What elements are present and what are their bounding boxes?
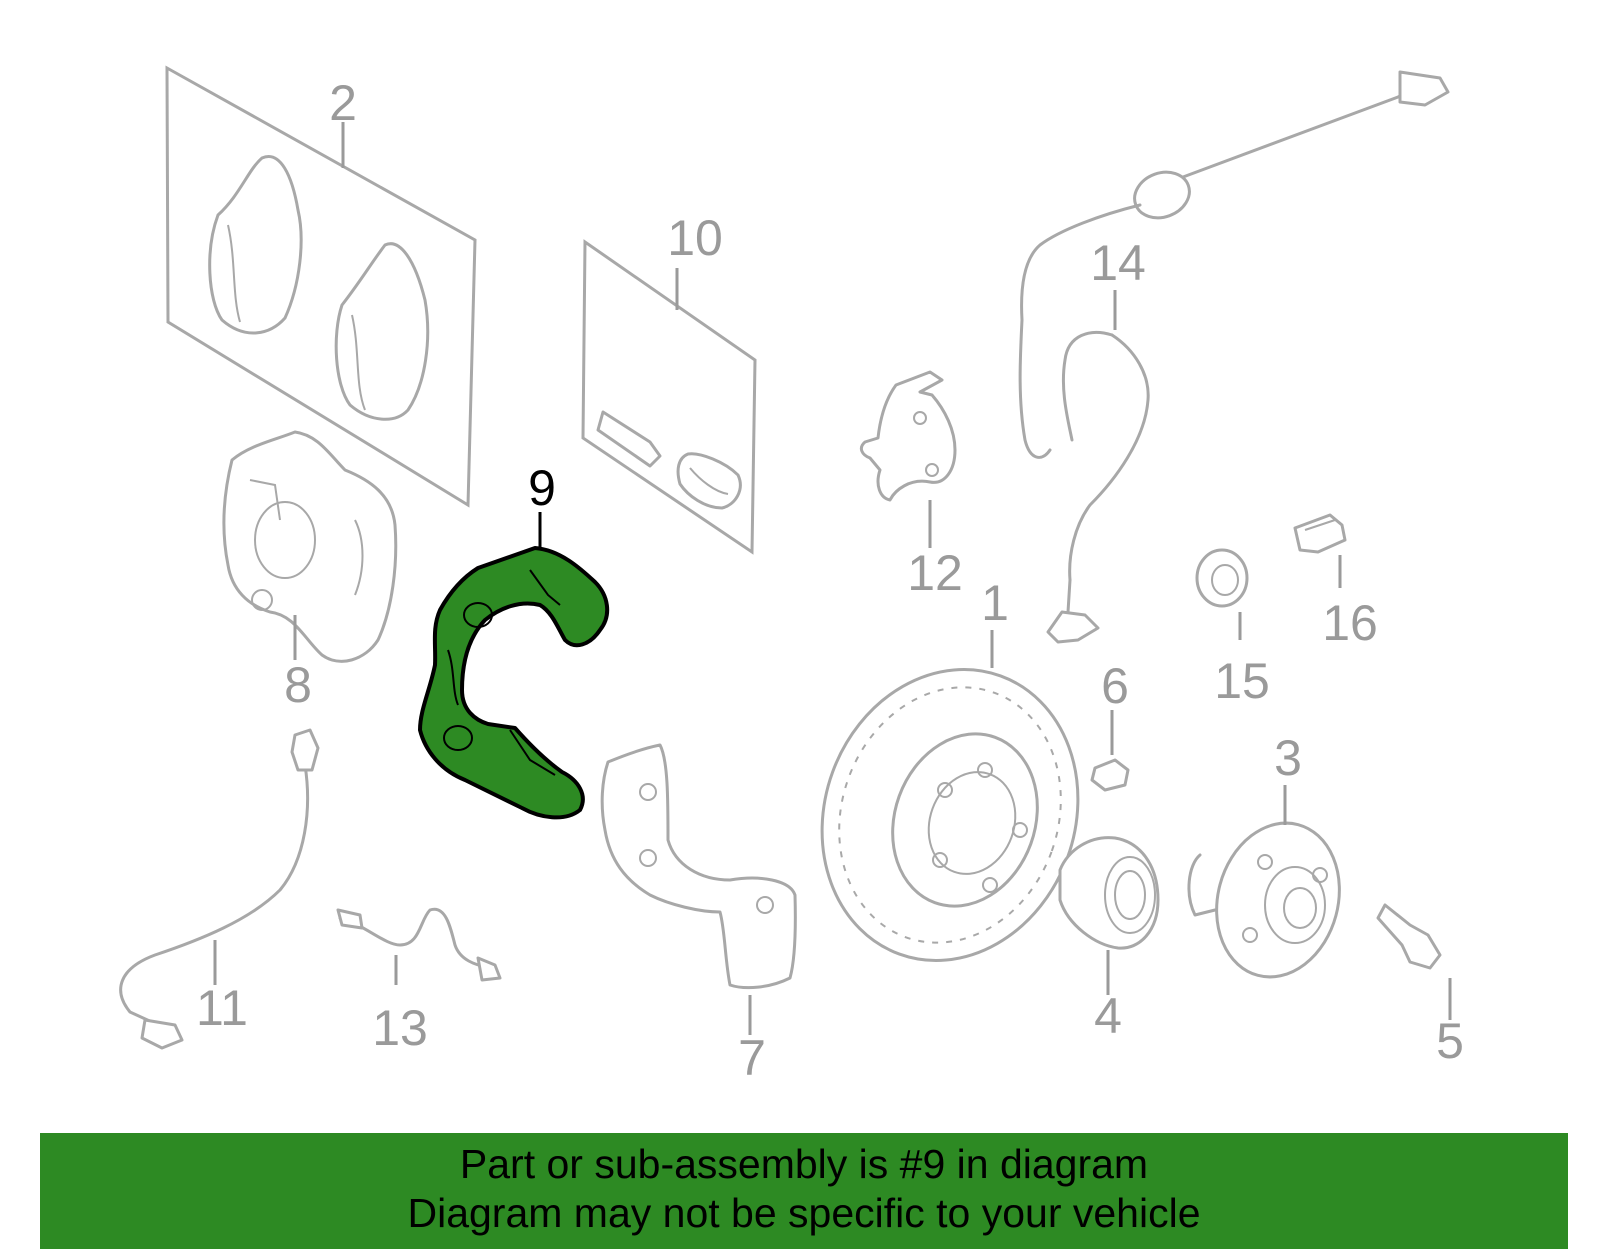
callout-7[interactable]: 7 <box>738 1030 766 1086</box>
callout-13[interactable]: 13 <box>372 1000 428 1056</box>
part-3-wheel-hub[interactable] <box>1187 809 1356 991</box>
part-11-brake-hose[interactable] <box>119 728 320 1050</box>
callout-12[interactable]: 12 <box>907 545 963 601</box>
callout-8[interactable]: 8 <box>284 657 312 713</box>
callout-3[interactable]: 3 <box>1274 730 1302 786</box>
banner-line-disclaimer: Diagram may not be specific to your vehi… <box>407 1190 1201 1236</box>
part-14-wear-sensor[interactable] <box>1018 70 1450 644</box>
callout-15[interactable]: 15 <box>1214 653 1270 709</box>
callout-11[interactable]: 11 <box>196 980 248 1036</box>
part-8-caliper[interactable] <box>222 430 398 663</box>
part-12-bracket[interactable] <box>859 370 957 502</box>
callout-5[interactable]: 5 <box>1436 1013 1464 1069</box>
callout-4[interactable]: 4 <box>1094 988 1122 1044</box>
callout-6[interactable]: 6 <box>1101 658 1129 714</box>
part-1-brake-rotor[interactable] <box>782 633 1118 997</box>
callout-10[interactable]: 10 <box>667 210 723 266</box>
part-10-guide-pin-kit[interactable] <box>581 239 757 555</box>
part-15-seal[interactable] <box>1195 548 1249 608</box>
part-9-caliper-bracket[interactable] <box>418 546 610 820</box>
part-5-bolt[interactable] <box>1376 903 1442 970</box>
part-13-sensor-wire[interactable] <box>336 907 502 982</box>
part-4-wheel-bearing[interactable] <box>1058 836 1160 950</box>
callout-14[interactable]: 14 <box>1090 235 1146 291</box>
info-banner: Part or sub-assembly is #9 in diagram Di… <box>40 1133 1568 1249</box>
part-6-nut[interactable] <box>1090 758 1130 792</box>
part-2-brake-pads[interactable] <box>165 65 477 508</box>
callout-1[interactable]: 1 <box>981 575 1009 631</box>
callout-2[interactable]: 2 <box>329 75 357 131</box>
part-7-splash-shield[interactable] <box>600 743 797 990</box>
banner-line-part: Part or sub-assembly is #9 in diagram <box>459 1141 1149 1187</box>
callout-9[interactable]: 9 <box>528 460 556 516</box>
callout-16[interactable]: 16 <box>1322 595 1378 651</box>
part-16-clip[interactable] <box>1293 513 1347 554</box>
